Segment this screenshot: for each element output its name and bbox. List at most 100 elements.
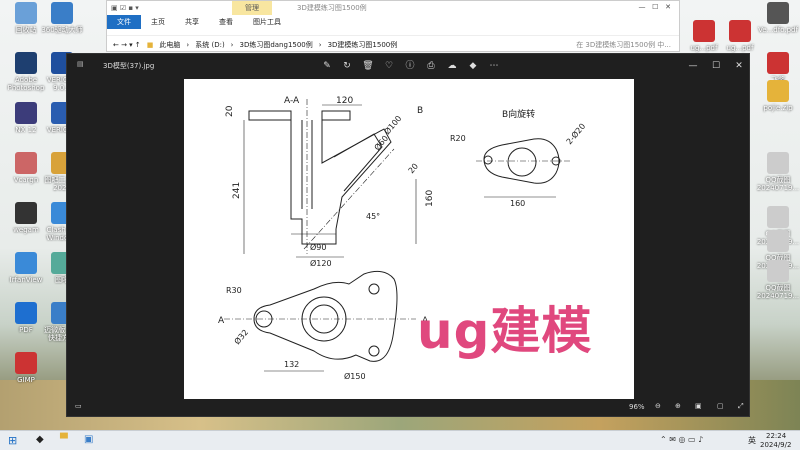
more-icon[interactable]: ⋯ — [489, 61, 499, 71]
desktop-icon[interactable]: QQ截图 20240719... — [756, 152, 800, 192]
app-icon — [15, 252, 37, 274]
favorite-icon[interactable]: ♡ — [384, 61, 394, 71]
file-icon — [693, 20, 715, 42]
viewer-statusbar: ▭ 96% ⊖ ⊕ ▣ ▢ ⤢ — [67, 399, 751, 417]
ribbon-tab-file[interactable]: 文件 — [107, 15, 141, 29]
explorer-address-bar[interactable]: ← → ▾ ↑ ■ 此电脑› 系统 (D:)› 3D练习图dang1500例› … — [107, 35, 679, 53]
desktop-icon[interactable]: NX 12 — [4, 102, 48, 134]
zoom-in-icon[interactable]: ⊕ — [675, 402, 681, 410]
zoom-out-icon[interactable]: ⊖ — [655, 402, 661, 410]
photo-viewer-window[interactable]: ▤ 3D模型(37).jpg ✎ ↻ 🗑 ♡ ⓘ ⎙ ☁ ◆ ⋯ — ☐ ✕ A… — [66, 53, 750, 417]
desktop-icon[interactable]: ug...pdf — [718, 20, 762, 52]
explorer-qat-icons[interactable]: ▣ ☑ ▪ ▾ — [111, 4, 139, 12]
breadcrumb-3[interactable]: 3D练习图dang1500例 — [239, 40, 313, 49]
app-icon — [15, 152, 37, 174]
desktop-icon-label: pojie.zip — [763, 104, 793, 112]
clock-date[interactable]: 2024/9/2 — [760, 441, 792, 449]
fit-icon[interactable]: ▢ — [717, 402, 724, 410]
file-icon — [729, 20, 751, 42]
desktop-icon[interactable]: QQ截图 20240719... — [756, 260, 800, 300]
desktop-icon[interactable]: Adobe Photoshop — [4, 52, 48, 92]
dim-d120: Ø120 — [310, 258, 332, 268]
dim-120-top: 120 — [336, 96, 353, 106]
maximize-icon[interactable]: ☐ — [711, 61, 721, 71]
desktop-icon-label: QQ截图 20240719... — [756, 176, 800, 192]
desktop-icon-label: GIMP — [17, 376, 35, 384]
clock-time[interactable]: 22:24 — [766, 432, 787, 440]
close-icon[interactable]: ✕ — [735, 61, 743, 71]
actual-size-icon[interactable]: ▣ — [695, 402, 702, 410]
viewer-filename: 3D模型(37).jpg — [103, 62, 155, 70]
breadcrumb-2[interactable]: 系统 (D:) — [195, 40, 225, 49]
desktop-icon[interactable]: PDF — [4, 302, 48, 334]
desktop-icon-label: wegam — [13, 226, 39, 234]
tray-icons[interactable]: ⌃ ✉ ◎ ▭ ♪ — [660, 435, 704, 444]
desktop-icon[interactable]: GIMP — [4, 352, 48, 384]
desktop-icon[interactable]: pojie.zip — [756, 80, 800, 112]
overlay-ug-modeling-text: ug建模 — [417, 302, 593, 360]
ribbon-tab-view[interactable]: 查看 — [219, 18, 233, 26]
explorer-search-input[interactable]: 在 3D建模练习图1500例 中... — [576, 40, 671, 49]
start-icon[interactable]: ⊞ — [8, 434, 18, 447]
desktop-icon[interactable]: Vcargn — [4, 152, 48, 184]
minimize-icon[interactable]: — — [688, 61, 698, 71]
print-icon[interactable]: ⎙ — [427, 61, 435, 71]
desktop-icon[interactable]: wegam — [4, 202, 48, 234]
info-icon[interactable]: ⓘ — [405, 61, 415, 71]
manage-tab[interactable]: 管理 — [232, 1, 272, 15]
desktop-icon-label: ug...pdf — [726, 44, 754, 52]
dim-2-d20: 2-Ø20 — [564, 121, 587, 146]
rotate-icon[interactable]: ↻ — [343, 61, 351, 71]
explorer-titlebar: ▣ ☑ ▪ ▾ 管理 3D建模练习图1500例 — ☐ ✕ — [107, 1, 679, 15]
zoom-level[interactable]: 96% — [629, 403, 645, 411]
desktop-icon[interactable]: 回收站 — [4, 2, 48, 34]
file-icon — [767, 230, 789, 252]
ribbon-tab-picture-tools[interactable]: 图片工具 — [253, 18, 281, 26]
desktop-icon-label: 图吧工具箱 2024 — [44, 176, 80, 192]
ribbon-tab-home[interactable]: 主页 — [151, 18, 165, 26]
desktop-icon-label: ug...pdf — [690, 44, 718, 52]
desktop-icon-label: Vcargn — [13, 176, 39, 184]
app-icon — [15, 202, 37, 224]
fullscreen-icon[interactable]: ⤢ — [738, 402, 744, 410]
dim-d100: Ø100 — [382, 113, 404, 136]
desktop-icon[interactable]: IrfanView — [4, 252, 48, 284]
taskbar-app-icon-1[interactable]: ◆ — [36, 434, 44, 445]
app-icon — [15, 302, 37, 324]
cloud-icon[interactable]: ☁ — [447, 61, 457, 71]
viewer-titlebar: ▤ 3D模型(37).jpg ✎ ↻ 🗑 ♡ ⓘ ⎙ ☁ ◆ ⋯ — ☐ ✕ — [67, 54, 751, 78]
explorer-ribbon: 文件 主页 共享 查看 图片工具 — [107, 15, 679, 29]
dim-20-left: 20 — [225, 105, 235, 117]
breadcrumb-4[interactable]: 3D建模练习图1500例 — [327, 40, 398, 49]
nav-arrows-icon[interactable]: ← → ▾ ↑ — [113, 40, 141, 49]
viewer-menu-icon[interactable]: ▤ — [77, 60, 84, 68]
ribbon-tab-share[interactable]: 共享 — [185, 18, 199, 26]
desktop-icon-label: 迈微版.exe 快捷方式 — [44, 326, 80, 342]
desktop-icon[interactable]: ug...pdf — [682, 20, 726, 52]
section-arrow-a-right: A — [422, 316, 429, 326]
taskbar-explorer-icon[interactable]: ▀ — [60, 434, 68, 445]
app-icon — [15, 2, 37, 24]
edit-icon[interactable]: ✎ — [323, 61, 331, 71]
breadcrumb-1[interactable]: 此电脑 — [159, 40, 181, 49]
file-icon — [767, 206, 789, 228]
dim-r20: R20 — [450, 134, 466, 143]
app-icon[interactable]: ◆ — [469, 61, 477, 71]
file-explorer-window[interactable]: ▣ ☑ ▪ ▾ 管理 3D建模练习图1500例 — ☐ ✕ 文件 主页 共享 查… — [106, 0, 680, 52]
desktop-icon[interactable]: Ve...dfo.pdf — [756, 2, 800, 34]
ime-indicator[interactable]: 英 — [748, 436, 756, 445]
dim-45deg: 45° — [366, 212, 380, 221]
dim-160-b: 160 — [510, 199, 525, 208]
file-icon — [767, 260, 789, 282]
desktop-icon-label: IrfanView — [9, 276, 43, 284]
taskbar-photos-icon[interactable]: ▣ — [84, 434, 94, 445]
image-canvas: A-A 120 20 241 160 Ø100 Ø60 20 45° B Ø90… — [184, 79, 634, 399]
filmstrip-icon[interactable]: ▭ — [75, 402, 82, 410]
desktop-icon-label: Adobe Photoshop — [7, 76, 45, 92]
dim-d90: Ø90 — [310, 242, 326, 252]
delete-icon[interactable]: 🗑 — [362, 61, 374, 71]
desktop-icon-label: Clash for Windows — [46, 226, 78, 242]
explorer-window-controls[interactable]: — ☐ ✕ — [638, 3, 672, 11]
desktop-icon-label: Ve...dfo.pdf — [758, 26, 798, 34]
desktop-icon[interactable]: 360驱动大师 — [40, 2, 84, 34]
